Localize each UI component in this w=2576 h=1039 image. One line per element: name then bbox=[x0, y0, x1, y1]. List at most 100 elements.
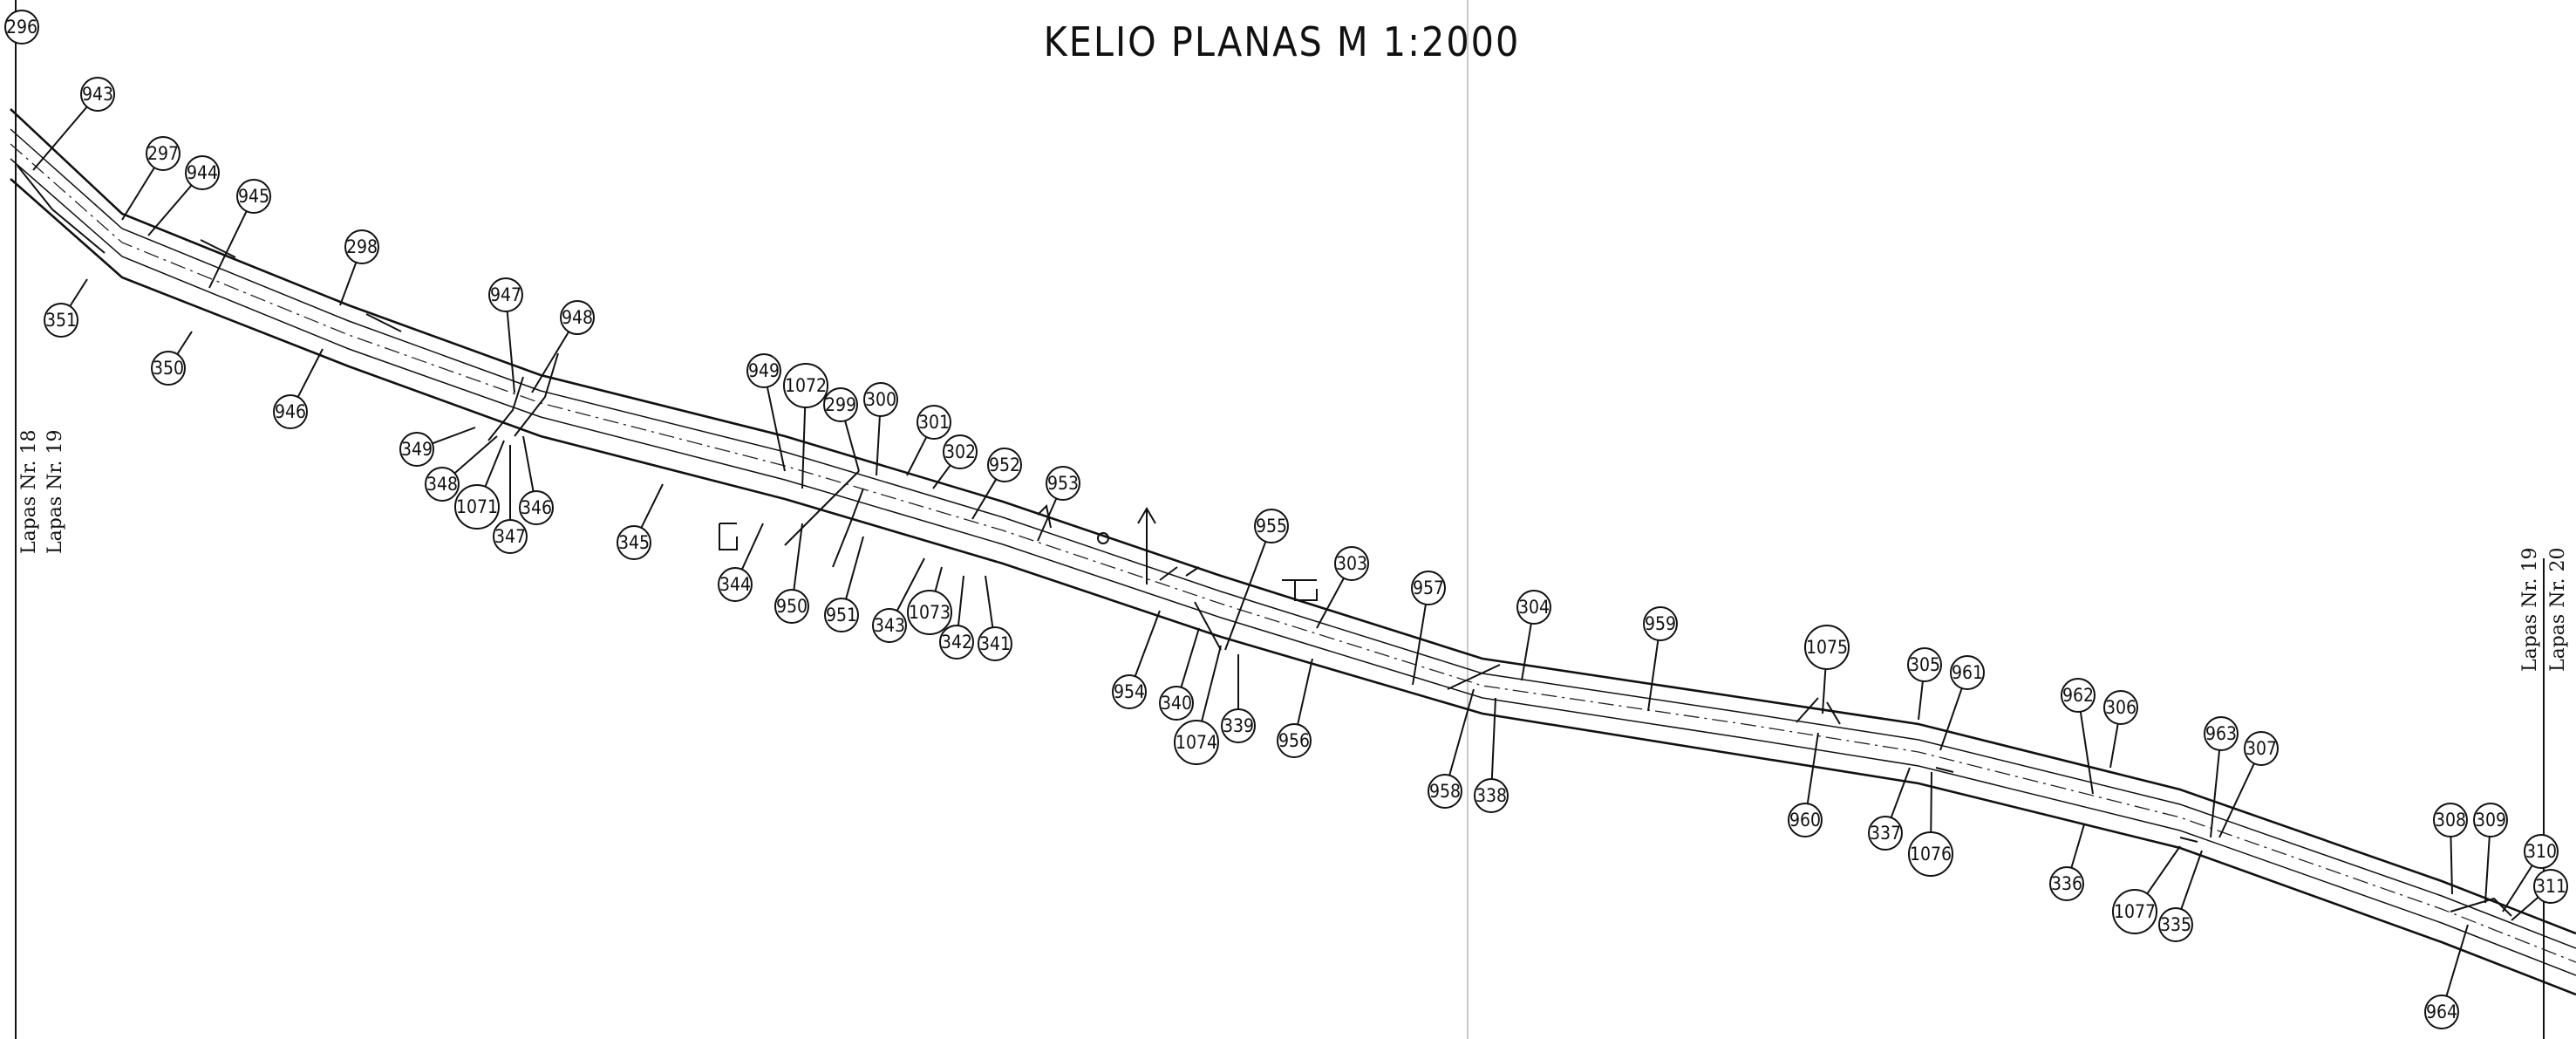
callout-350: 350 bbox=[151, 331, 193, 386]
callout-960: 960 bbox=[1788, 732, 1823, 837]
callout-bubble bbox=[1277, 723, 1312, 758]
callout-963: 963 bbox=[2204, 716, 2239, 838]
callout-leader bbox=[296, 348, 324, 398]
callout-label: 335 bbox=[2160, 914, 2191, 935]
callout-953: 953 bbox=[1037, 466, 1080, 542]
callout-bubble bbox=[863, 382, 898, 417]
callout-1073: 1073 bbox=[907, 566, 952, 635]
callout-leader bbox=[1412, 604, 1427, 686]
callout-leader bbox=[121, 167, 155, 221]
callout-label: 1071 bbox=[456, 496, 498, 517]
callout-1071: 1071 bbox=[454, 440, 505, 530]
callout-956: 956 bbox=[1277, 658, 1313, 758]
callout-338: 338 bbox=[1474, 697, 1509, 813]
callout-bubble bbox=[943, 434, 978, 469]
callout-bubble bbox=[399, 432, 434, 467]
callout-leader bbox=[1490, 697, 1496, 780]
callout-bubble bbox=[185, 155, 220, 190]
road-arrow-4 bbox=[2179, 837, 2198, 843]
callout-leader bbox=[801, 407, 807, 489]
callout-label: 952 bbox=[989, 455, 1020, 475]
callout-label: 297 bbox=[147, 143, 179, 164]
callout-bubble bbox=[488, 277, 523, 312]
callout-leader bbox=[176, 331, 193, 355]
callout-label: 958 bbox=[1429, 781, 1461, 802]
callout-341: 341 bbox=[978, 575, 1012, 661]
callout-bubble bbox=[823, 387, 858, 422]
callout-leader bbox=[2511, 896, 2539, 921]
callout-bubble bbox=[987, 448, 1022, 482]
callout-leader bbox=[147, 184, 193, 236]
callout-leader bbox=[1037, 497, 1058, 542]
road-arrow-2 bbox=[365, 313, 402, 332]
north-arrow bbox=[1137, 507, 1156, 584]
callout-297: 297 bbox=[121, 136, 181, 221]
callout-302: 302 bbox=[932, 434, 978, 489]
callout-349: 349 bbox=[399, 427, 476, 467]
callout-bubble bbox=[344, 229, 379, 264]
callout-leader bbox=[934, 566, 943, 592]
callout-label: 305 bbox=[1909, 654, 1940, 675]
callout-label: 962 bbox=[2062, 685, 2094, 706]
callout-label: 946 bbox=[275, 401, 306, 422]
callout-label: 301 bbox=[918, 412, 950, 433]
callout-label: 347 bbox=[494, 526, 526, 547]
callout-bubble bbox=[560, 300, 595, 335]
callout-964: 964 bbox=[2424, 924, 2469, 1029]
callout-label: 309 bbox=[2475, 810, 2506, 831]
callout-bubble bbox=[2204, 716, 2239, 751]
callout-307: 307 bbox=[2218, 731, 2279, 838]
callout-308: 308 bbox=[2433, 803, 2468, 895]
callout-bubble bbox=[774, 589, 809, 624]
callout-348: 348 bbox=[425, 435, 498, 502]
callout-leader bbox=[2450, 836, 2453, 895]
callout-bubble bbox=[1474, 778, 1509, 813]
callout-bubble bbox=[1334, 546, 1369, 581]
callout-label: 949 bbox=[748, 360, 780, 381]
callout-bubble bbox=[146, 136, 181, 171]
callout-bubble bbox=[746, 353, 781, 388]
callout-bubble bbox=[493, 519, 528, 554]
callout-leader bbox=[957, 575, 964, 626]
callout-leader bbox=[906, 436, 928, 476]
tree-symbol bbox=[1097, 532, 1109, 544]
callout-311: 311 bbox=[2511, 869, 2568, 921]
callout-label: 303 bbox=[1336, 553, 1367, 574]
sheet-ref-left-curr: Lapas Nr. 19 bbox=[44, 429, 66, 554]
callout-leader bbox=[2109, 723, 2119, 769]
callout-bubble bbox=[2424, 995, 2459, 1029]
callout-leader bbox=[844, 420, 860, 472]
callout-bubble bbox=[2061, 678, 2096, 713]
callout-305: 305 bbox=[1907, 647, 1942, 721]
callout-layer: 2969432979449453513502989469479483493481… bbox=[4, 10, 2568, 1029]
callout-bubble bbox=[872, 608, 907, 643]
callout-303: 303 bbox=[1316, 546, 1369, 629]
callout-label: 951 bbox=[826, 605, 857, 625]
callout-leader bbox=[522, 435, 535, 492]
callout-bubble bbox=[1174, 720, 1219, 765]
callout-label: 349 bbox=[401, 439, 433, 460]
callout-leader bbox=[1180, 627, 1200, 688]
callout-label: 344 bbox=[719, 574, 751, 595]
building-g-3 bbox=[1037, 503, 1052, 529]
junction-309 bbox=[2450, 897, 2512, 917]
callout-leader bbox=[793, 523, 803, 591]
callout-leader bbox=[876, 415, 881, 476]
callout-leader bbox=[1806, 732, 1819, 804]
callout-label: 337 bbox=[1870, 823, 1901, 844]
callout-300: 300 bbox=[863, 382, 898, 476]
callout-leader bbox=[208, 210, 248, 289]
callout-299: 299 bbox=[823, 387, 860, 472]
callout-leader bbox=[453, 435, 498, 475]
side-road-left bbox=[17, 165, 106, 254]
callout-label: 350 bbox=[153, 358, 184, 379]
callout-label: 948 bbox=[562, 307, 593, 328]
callout-leader bbox=[2070, 824, 2085, 869]
callout-leader bbox=[1521, 623, 1532, 681]
callout-label: 1074 bbox=[1176, 732, 1217, 753]
callout-leader bbox=[640, 483, 664, 529]
callout-bubble bbox=[617, 525, 651, 560]
callout-958: 958 bbox=[1428, 688, 1475, 809]
callout-949: 949 bbox=[746, 353, 786, 472]
callout-label: 1077 bbox=[2114, 901, 2156, 922]
